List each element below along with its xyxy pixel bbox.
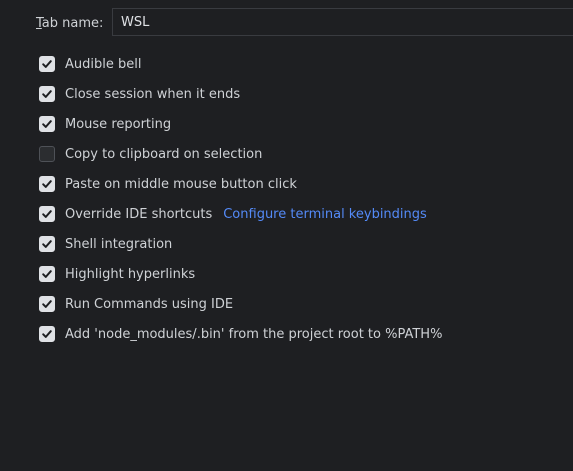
option-mouse-reporting[interactable]: Mouse reporting [39, 109, 442, 139]
checkmark-icon [42, 90, 52, 98]
option-label: Add 'node_modules/.bin' from the project… [65, 326, 443, 342]
checkbox-checked[interactable] [39, 176, 55, 192]
checkbox-checked[interactable] [39, 206, 55, 222]
option-copy-to-clipboard[interactable]: Copy to clipboard on selection [39, 139, 442, 169]
option-paste-middle-click[interactable]: Paste on middle mouse button click [39, 169, 442, 199]
checkbox-checked[interactable] [39, 266, 55, 282]
checkbox-checked[interactable] [39, 296, 55, 312]
option-add-node-modules-path[interactable]: Add 'node_modules/.bin' from the project… [39, 319, 442, 349]
option-label: Paste on middle mouse button click [65, 176, 297, 192]
option-label: Override IDE shortcuts [65, 206, 213, 222]
tab-name-label: Tab name: [36, 15, 104, 31]
checkmark-icon [42, 180, 52, 188]
option-label: Shell integration [65, 236, 173, 252]
option-run-commands-ide[interactable]: Run Commands using IDE [39, 289, 442, 319]
checkbox-checked[interactable] [39, 326, 55, 342]
tab-name-input[interactable] [112, 8, 573, 36]
tab-name-row: Tab name: [36, 8, 573, 38]
option-label: Run Commands using IDE [65, 296, 234, 312]
checkmark-icon [42, 330, 52, 338]
checkmark-icon [42, 270, 52, 278]
options-list: Audible bell Close session when it ends … [39, 49, 442, 349]
option-label: Audible bell [65, 56, 142, 72]
option-label: Copy to clipboard on selection [65, 146, 263, 162]
option-close-session[interactable]: Close session when it ends [39, 79, 442, 109]
option-label: Close session when it ends [65, 86, 241, 102]
checkbox-checked[interactable] [39, 86, 55, 102]
option-shell-integration[interactable]: Shell integration [39, 229, 442, 259]
option-audible-bell[interactable]: Audible bell [39, 49, 442, 79]
checkmark-icon [42, 60, 52, 68]
checkmark-icon [42, 210, 52, 218]
option-override-ide-shortcuts[interactable]: Override IDE shortcuts Configure termina… [39, 199, 442, 229]
checkmark-icon [42, 120, 52, 128]
option-highlight-hyperlinks[interactable]: Highlight hyperlinks [39, 259, 442, 289]
checkbox-checked[interactable] [39, 236, 55, 252]
checkbox-unchecked[interactable] [39, 146, 55, 162]
checkmark-icon [42, 300, 52, 308]
checkbox-checked[interactable] [39, 116, 55, 132]
option-label: Highlight hyperlinks [65, 266, 196, 282]
checkbox-checked[interactable] [39, 56, 55, 72]
option-label: Mouse reporting [65, 116, 172, 132]
configure-keybindings-link[interactable]: Configure terminal keybindings [223, 206, 427, 222]
checkmark-icon [42, 240, 52, 248]
